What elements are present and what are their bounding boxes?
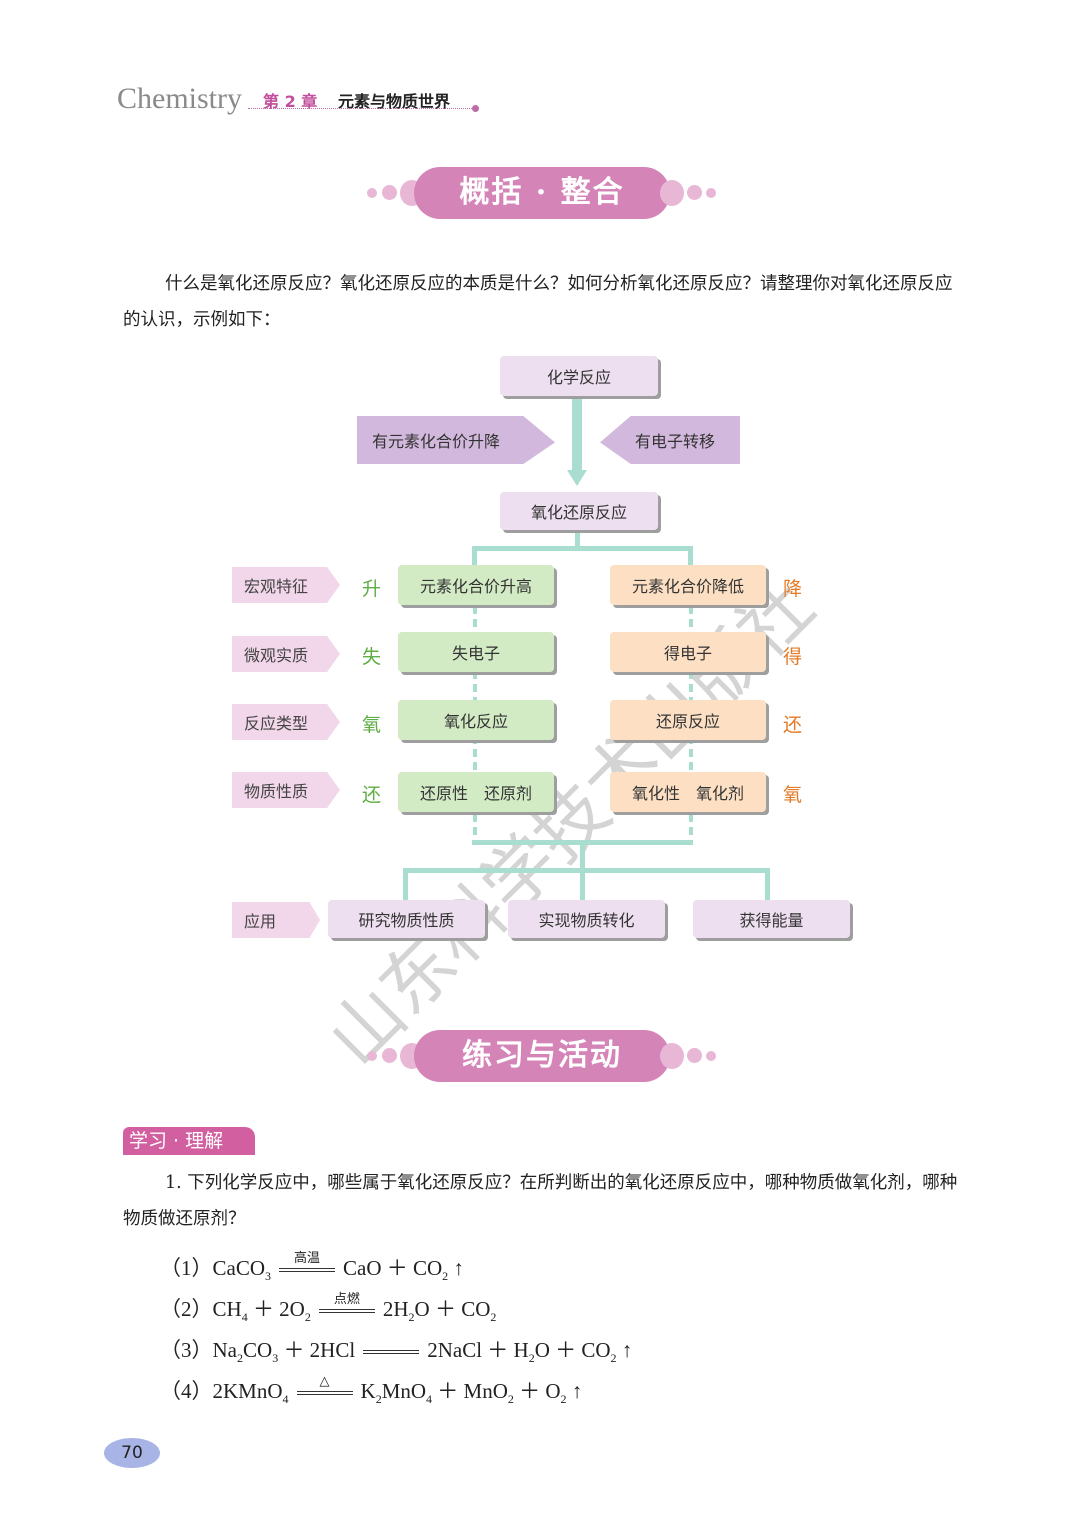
oxidation-char: 失 — [362, 646, 382, 668]
oxidation-char: 还 — [362, 784, 382, 806]
equation-4: （4）2KMnO4△K2MnO4 ＋ MnO2 ＋ O2 ↑ — [160, 1374, 583, 1407]
reduction-char: 氧 — [783, 784, 803, 806]
banner-dot — [687, 1048, 702, 1063]
node-redox-reaction: 氧化还原反应 — [500, 492, 658, 530]
reduction-node: 还原反应 — [610, 700, 766, 740]
brand-title: Chemistry — [117, 82, 242, 115]
connector — [472, 546, 477, 570]
row-label: 反应类型 — [232, 704, 340, 740]
connector — [575, 530, 580, 548]
row-label: 微观实质 — [232, 636, 340, 672]
banner-dot — [706, 188, 716, 198]
banner-dot — [382, 185, 397, 200]
oxidation-node: 氧化反应 — [398, 700, 554, 740]
reduction-node: 得电子 — [610, 632, 766, 672]
chapter-number: 第 2 章 — [263, 92, 318, 111]
oxidation-node: 还原性 还原剂 — [398, 772, 554, 812]
oxidation-node: 失电子 — [398, 632, 554, 672]
oxidation-char: 氧 — [362, 714, 382, 736]
section-banner-exercises: 练习与活动 — [414, 1030, 670, 1082]
header-dot — [472, 105, 479, 112]
reduction-node: 元素化合价降低 — [610, 565, 766, 605]
connector — [403, 868, 770, 873]
intro-paragraph: 什么是氧化还原反应？氧化还原反应的本质是什么？如何分析氧化还原反应？请整理你对氧… — [123, 274, 953, 330]
banner-dot — [687, 185, 702, 200]
banner-dot — [706, 1051, 716, 1061]
section-banner-summary: 概括 · 整合 — [414, 167, 670, 219]
connector — [403, 868, 408, 900]
banner-dot — [660, 180, 684, 206]
banner-dot — [367, 1051, 377, 1061]
flow-arrow-shaft — [572, 397, 582, 472]
application-node: 研究物质性质 — [328, 900, 485, 938]
row-label: 宏观特征 — [232, 567, 340, 603]
chapter-title: 元素与物质世界 — [338, 92, 451, 111]
application-node: 实现物质转化 — [508, 900, 665, 938]
node-chemical-reaction: 化学反应 — [500, 356, 658, 396]
connector — [472, 546, 693, 551]
connector — [580, 840, 585, 872]
question-1: 1. 下列化学反应中，哪些属于氧化还原反应？在所判断出的氧化还原反应中，哪种物质… — [123, 1173, 958, 1229]
condition-electron-transfer: 有电子转移 — [600, 416, 740, 464]
banner-dot — [382, 1048, 397, 1063]
condition-valence-change: 有元素化合价升降 — [357, 416, 555, 464]
oxidation-node: 元素化合价升高 — [398, 565, 554, 605]
connector — [765, 868, 770, 900]
arrow-down-icon — [567, 470, 587, 486]
connector — [580, 868, 585, 900]
header-divider — [248, 108, 476, 109]
reduction-node: 氧化性 氧化剂 — [610, 772, 766, 812]
reduction-char: 得 — [783, 646, 803, 668]
reduction-char: 降 — [783, 578, 803, 600]
subsection-tag: 学习 · 理解 — [123, 1127, 255, 1155]
banner-dot — [367, 188, 377, 198]
row-label: 物质性质 — [232, 772, 340, 808]
connector — [688, 546, 693, 570]
reduction-char: 还 — [783, 714, 803, 736]
application-node: 获得能量 — [693, 900, 850, 938]
oxidation-char: 升 — [362, 578, 382, 600]
page-number: 70 — [104, 1438, 160, 1468]
row-label-application: 应用 — [232, 902, 320, 938]
banner-dot — [660, 1043, 684, 1069]
